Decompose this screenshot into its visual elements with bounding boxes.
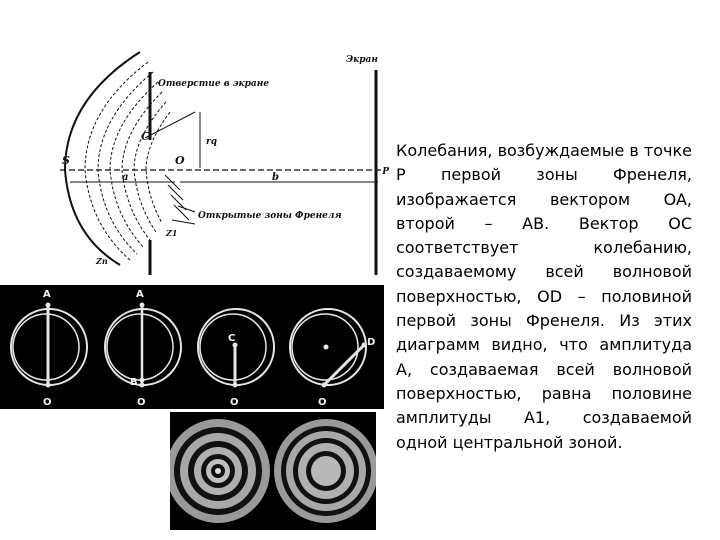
label-zn: Zn [95, 256, 108, 266]
body-text: Колебания, возбуждаемые в точке P первой… [396, 141, 692, 452]
zone-arcs [84, 61, 171, 261]
wavefront-arc [63, 51, 141, 266]
phasor-3-label-o: O [230, 397, 239, 408]
phasor-1-label-o: O [43, 397, 52, 408]
fresnel-zone-diagram: Экран Отверстие в экране Открытые зоны Ф… [60, 51, 389, 275]
point-s: S [62, 154, 70, 167]
phasor-3-label-c: C [228, 333, 235, 344]
phasor-2-label-a: A [136, 289, 144, 300]
phasor-diagram-4: D O [289, 308, 375, 408]
label-open-zones: Открытые зоны Френеля [198, 211, 342, 221]
label-rq: rq [206, 137, 217, 147]
label-b: b [272, 172, 279, 183]
c-ray [144, 111, 196, 139]
phasor-background [0, 285, 384, 409]
point-c: C [141, 130, 150, 143]
label-z1: Z1 [165, 228, 177, 238]
zone-arrow-1 [177, 205, 196, 213]
phasor-4-label-d: D [367, 337, 375, 348]
ring-pattern-2 [274, 419, 376, 523]
zone-arrow-2 [171, 219, 196, 225]
diffraction-ring-patterns [170, 412, 376, 530]
phasor-2-label-o: O [137, 397, 146, 408]
phasor-diagrams: A O A B O C O D O [0, 285, 384, 409]
ring-pattern-1 [170, 419, 270, 523]
phasor-1-label-a: A [43, 289, 51, 300]
phasor-diagram-3: C O [197, 308, 275, 408]
phasor-4-label-o: O [318, 397, 327, 408]
phasor-diagram-1: A O [10, 289, 88, 408]
point-o: O [175, 154, 185, 167]
point-p: P [381, 167, 389, 177]
phasor-2-label-b: B [130, 377, 138, 388]
label-a: a [122, 172, 128, 183]
label-screen: Экран [346, 55, 378, 65]
phasor-diagram-2: A B O [104, 289, 182, 408]
label-screen-opening: Отверстие в экране [158, 79, 269, 89]
